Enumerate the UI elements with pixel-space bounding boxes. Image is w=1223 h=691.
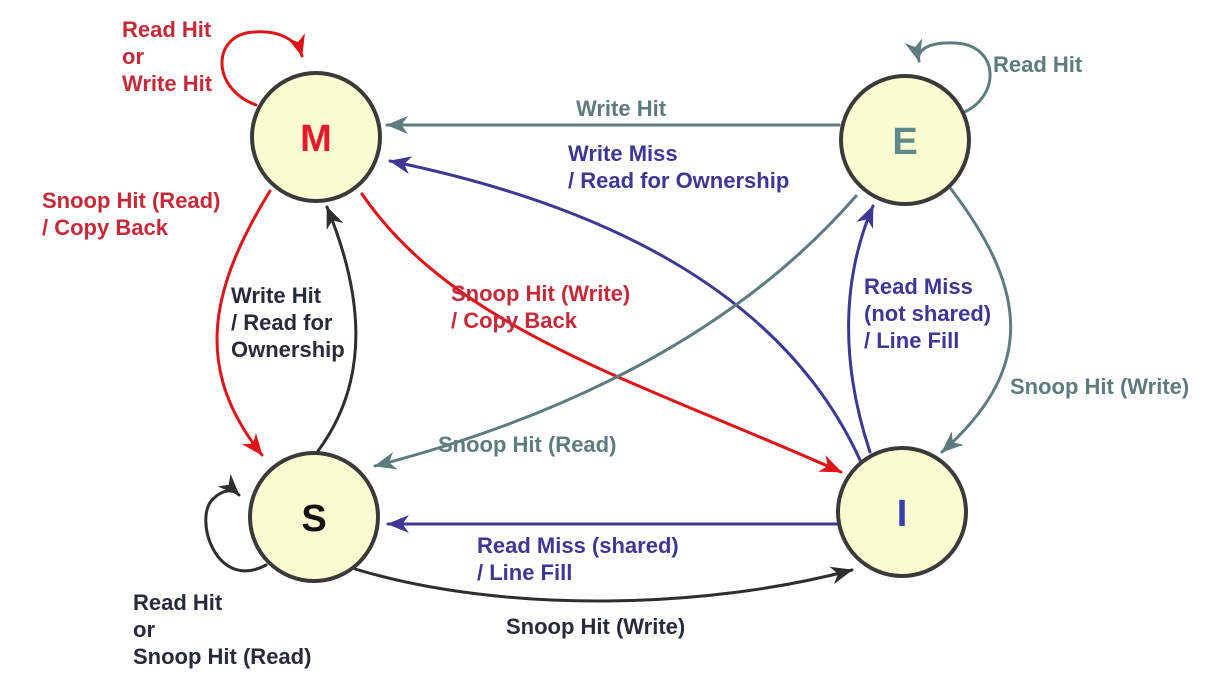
state-node-i (836, 446, 968, 578)
label-line: Read Miss (shared) (477, 533, 679, 558)
label-line: Snoop Hit (Write) (451, 281, 631, 306)
label-line: Ownership (231, 337, 345, 362)
transition-label-m-to-i: Snoop Hit (Write) / Copy Back (451, 280, 630, 334)
transition-label-e-to-m: Write Hit (576, 95, 666, 122)
label-line: / Copy Back (42, 215, 168, 240)
label-line: Snoop Hit (Write) (1010, 374, 1190, 399)
label-line: / Copy Back (451, 308, 577, 333)
label-line: or (133, 617, 155, 642)
label-line: / Line Fill (864, 328, 960, 353)
transition-label-e-to-s: Snoop Hit (Read) (438, 431, 616, 458)
label-line: (not shared) (864, 301, 992, 326)
label-line: Snoop Hit (Read) (133, 644, 312, 669)
transition-arrow-s-self (204, 473, 268, 573)
label-line: Read Miss (864, 274, 973, 299)
label-line: Snoop Hit (Read) (42, 188, 221, 213)
state-node-s (248, 451, 380, 583)
transition-arrow-m-self (220, 30, 305, 107)
state-label-s: S (301, 498, 326, 540)
label-line: / Read for Ownership (568, 168, 790, 193)
state-node-e (839, 74, 971, 206)
label-line: / Line Fill (477, 560, 573, 585)
label-line: Snoop Hit (Write) (506, 614, 686, 639)
state-label-e: E (892, 121, 917, 163)
transition-arrow-s-to-m (316, 205, 358, 453)
transition-arrow-i-to-m (388, 156, 862, 462)
transition-label-m-self: Read Hit or Write Hit (122, 16, 212, 97)
transition-label-e-self: Read Hit (993, 51, 1082, 78)
transition-label-s-to-m: Write Hit / Read for Ownership (231, 282, 345, 363)
label-line: Read Hit (133, 590, 223, 615)
label-line: Write Hit (231, 283, 322, 308)
label-line: Read Hit (993, 52, 1083, 77)
transition-label-m-to-s: Snoop Hit (Read) / Copy Back (42, 187, 220, 241)
transition-arrow-e-to-s (373, 194, 858, 470)
state-node-m (250, 71, 382, 203)
transition-label-s-to-i: Snoop Hit (Write) (506, 613, 685, 640)
transition-label-i-to-m: Write Miss / Read for Ownership (568, 140, 789, 194)
label-line: Read Hit (122, 17, 212, 42)
transition-arrow-e-self (904, 38, 992, 116)
label-line: Write Hit (576, 96, 667, 121)
transition-arrow-e-to-i (940, 187, 1013, 454)
transition-label-s-self: Read Hit or Snoop Hit (Read) (133, 589, 311, 670)
label-line: Write Miss (568, 141, 678, 166)
transition-arrow-m-to-i (360, 192, 843, 474)
transition-label-i-to-e: Read Miss (not shared) / Line Fill (864, 273, 991, 354)
label-line: Write Hit (122, 71, 213, 96)
transition-arrow-i-to-e (847, 204, 875, 454)
transition-arrow-s-to-i (353, 566, 854, 603)
transition-label-e-to-i: Snoop Hit (Write) (1010, 373, 1189, 400)
transition-arrow-m-to-s (215, 189, 272, 457)
label-line: or (122, 44, 144, 69)
label-line: / Read for (231, 310, 333, 335)
state-label-i: I (897, 493, 908, 535)
state-label-m: M (300, 118, 332, 160)
transition-label-i-to-s: Read Miss (shared) / Line Fill (477, 532, 679, 586)
label-line: Snoop Hit (Read) (438, 432, 617, 457)
